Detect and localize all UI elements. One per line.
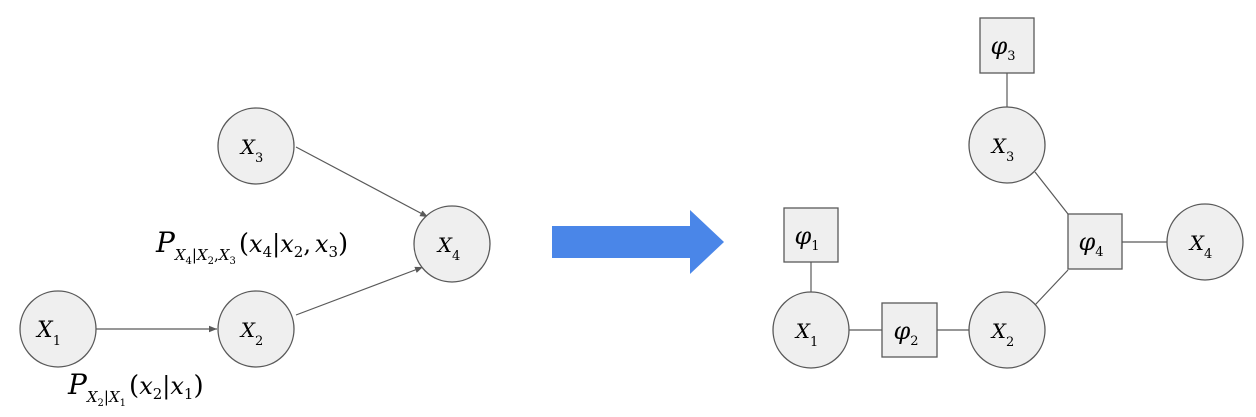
factor-subscript: 3 <box>1007 49 1015 64</box>
node-label: X <box>990 319 1007 343</box>
node-label: X <box>794 319 811 343</box>
svg-text:X4: X4 <box>1188 231 1213 262</box>
factor-subscript: 4 <box>1095 245 1103 260</box>
factor-node-phi3[interactable]: φ3 <box>979 17 1035 74</box>
node-subscript: 3 <box>255 151 263 166</box>
factor-label: φ <box>990 32 1007 60</box>
svg-text:X3: X3 <box>239 135 264 166</box>
edge-x3-phi4 <box>1034 171 1069 215</box>
node-label: X <box>239 318 256 342</box>
node-subscript: 4 <box>452 249 460 264</box>
node-label: X <box>436 233 453 257</box>
factor-node-phi1[interactable]: φ1 <box>783 207 839 263</box>
left-node-x2[interactable]: X2 <box>217 290 295 368</box>
formula-p-x2-given-x1: PX2|X1(x2|x1) <box>67 368 204 409</box>
svg-text:X3: X3 <box>990 134 1015 165</box>
svg-text:φ2: φ2 <box>893 317 918 349</box>
node-subscript: 4 <box>1204 247 1212 262</box>
svg-text:X4: X4 <box>436 233 461 264</box>
left-node-x3[interactable]: X3 <box>217 107 295 185</box>
node-subscript: 3 <box>1006 150 1014 165</box>
factor-label: φ <box>794 222 811 250</box>
factor-graph: φ1 φ2 φ3 φ4 X1 X2 X3 X4 <box>772 17 1244 369</box>
bayesian-network: X1 X2 X3 X4 PX4|X2,X3(x4|x2,x3) PX2|X1(x… <box>19 107 491 409</box>
edge-x2-x4 <box>295 266 424 316</box>
edge-x2-phi4 <box>1034 269 1069 306</box>
node-subscript: 2 <box>255 334 263 349</box>
svg-text:X2: X2 <box>990 319 1015 350</box>
factor-label: φ <box>1078 228 1095 256</box>
svg-text:φ4: φ4 <box>1078 228 1103 260</box>
factor-node-phi4[interactable]: φ4 <box>1067 213 1123 270</box>
node-subscript: 1 <box>810 335 818 350</box>
node-label: X <box>239 135 256 159</box>
node-subscript: 1 <box>53 334 61 349</box>
left-node-x1[interactable]: X1 <box>19 290 97 368</box>
svg-text:X1: X1 <box>35 318 61 349</box>
factor-subscript: 1 <box>811 239 819 254</box>
right-arrow-icon <box>552 210 724 274</box>
edge-x3-x4 <box>295 146 429 218</box>
svg-text:X1: X1 <box>794 319 819 350</box>
svg-text:φ1: φ1 <box>794 222 819 254</box>
factor-label: φ <box>893 317 910 345</box>
node-subscript: 2 <box>1006 335 1014 350</box>
right-node-x4[interactable]: X4 <box>1166 203 1244 281</box>
left-node-x4[interactable]: X4 <box>413 205 491 283</box>
svg-text:φ3: φ3 <box>990 32 1015 64</box>
node-label: X <box>990 134 1007 158</box>
node-label: X <box>35 318 54 343</box>
factor-subscript: 2 <box>910 334 918 349</box>
factor-node-phi2[interactable]: φ2 <box>881 302 938 358</box>
formula-p-x4-given-x2-x3: PX4|X2,X3(x4|x2,x3) <box>155 226 348 267</box>
right-node-x3[interactable]: X3 <box>968 106 1046 184</box>
right-node-x2[interactable]: X2 <box>968 291 1046 369</box>
svg-text:X2: X2 <box>239 318 264 349</box>
right-node-x1[interactable]: X1 <box>772 291 850 369</box>
node-label: X <box>1188 231 1205 255</box>
